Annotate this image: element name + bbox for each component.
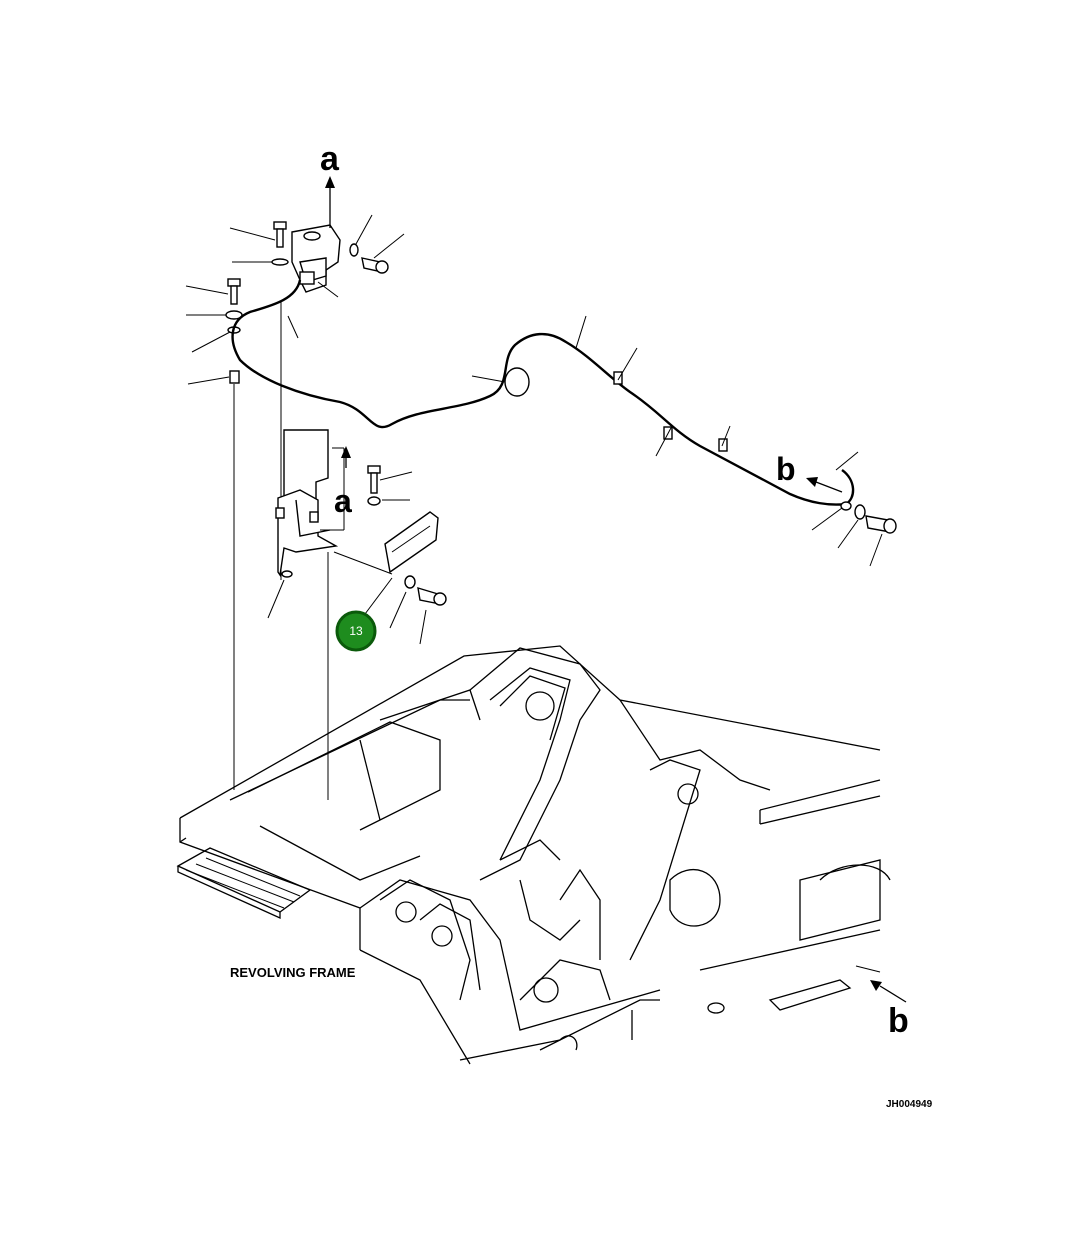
wire-harness <box>231 279 897 567</box>
badge-number: 13 <box>349 624 363 638</box>
callout-a-top: a <box>320 140 340 178</box>
frame-label: REVOLVING FRAME <box>230 965 356 980</box>
callout-a-mid: a <box>334 483 352 519</box>
part-number-badge[interactable]: 13 <box>335 610 377 652</box>
revolving-frame <box>176 645 907 1065</box>
middle-bracket-assembly <box>267 429 447 800</box>
callout-b-right: b <box>776 451 796 487</box>
badge-circle <box>335 610 377 652</box>
figure-code: JH004949 <box>886 1099 933 1110</box>
callout-b-bottom: b <box>888 1002 909 1040</box>
